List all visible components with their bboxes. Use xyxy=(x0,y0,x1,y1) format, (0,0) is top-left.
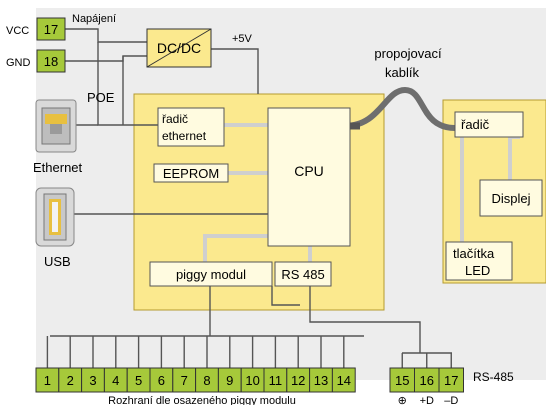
buttons-led-block xyxy=(445,241,513,281)
dcdc-converter: DC/DC xyxy=(146,28,212,68)
rs485-signal-label: ⊕ xyxy=(398,395,407,405)
buttons-line2: LED xyxy=(465,263,490,278)
vcc-terminal-number: 17 xyxy=(44,22,58,37)
eeprom-label: EEPROM xyxy=(163,166,219,181)
cpu-label: CPU xyxy=(294,163,324,179)
display-block xyxy=(479,179,543,217)
rs485-signal-labels: ⊕ +D –D xyxy=(398,395,459,407)
display-controller-label: řadič xyxy=(461,117,490,132)
ethernet-controller-line1: řadič xyxy=(162,112,188,126)
cpu-block xyxy=(267,107,351,247)
piggy-terminal-number: 13 xyxy=(314,373,328,388)
rs485-block-label: RS 485 xyxy=(281,267,324,282)
rs485-terminal-number: 16 xyxy=(420,373,434,388)
vcc-terminal xyxy=(36,17,66,41)
power-wiring xyxy=(65,28,421,353)
display-controller-block xyxy=(454,111,524,138)
ethernet-jack-icon xyxy=(35,99,77,153)
gnd-terminal-number: 18 xyxy=(44,54,58,69)
internal-bus xyxy=(203,123,520,262)
piggy-terminal-number: 3 xyxy=(89,373,96,388)
piggy-terminal-number: 9 xyxy=(226,373,233,388)
rs485-terminal-number: 15 xyxy=(395,373,409,388)
rs485-terminal-ticks xyxy=(401,352,452,368)
piggy-terminal-number: 7 xyxy=(181,373,188,388)
rs485-terminal xyxy=(414,367,440,393)
dcdc-label: DC/DC xyxy=(157,40,201,56)
piggy-terminal-number: 11 xyxy=(269,373,283,388)
rs485-signal-label: –D xyxy=(444,395,458,405)
piggy-terminal-ticks xyxy=(46,336,345,368)
usb-label: USB xyxy=(44,254,71,269)
ethernet-label: Ethernet xyxy=(33,160,83,175)
cable-label-line2: kablík xyxy=(385,65,419,80)
piggy-terminal-number: 4 xyxy=(112,373,119,388)
cable-label-line1: propojovací xyxy=(374,46,442,61)
rs485-signal-label: +D xyxy=(420,395,434,405)
poe-label: POE xyxy=(87,90,115,105)
gnd-terminal xyxy=(36,49,66,73)
vcc-label: VCC xyxy=(6,25,29,37)
piggy-terminal-number: 1 xyxy=(44,373,51,388)
interconnect-cable xyxy=(342,86,458,131)
piggy-terminal-number: 8 xyxy=(203,373,210,388)
display-label: Displej xyxy=(491,191,530,206)
piggy-terminal xyxy=(331,367,356,393)
piggy-module-label: piggy modul xyxy=(176,267,246,282)
rs485-terminal xyxy=(438,367,464,393)
rs485-terminal-label: RS-485 xyxy=(473,370,514,384)
piggy-terminal-number: 6 xyxy=(158,373,165,388)
rs485-block xyxy=(274,261,332,287)
ethernet-controller-block xyxy=(157,107,225,147)
ethernet-controller-line2: ethernet xyxy=(162,129,207,143)
gnd-label: GND xyxy=(6,57,31,69)
usb-connector-icon xyxy=(35,187,75,247)
rs485-terminal-number: 17 xyxy=(444,373,458,388)
piggy-module-block xyxy=(149,261,273,287)
buttons-line1: tlačítka xyxy=(453,246,495,261)
piggy-terminal-number: 5 xyxy=(135,373,142,388)
piggy-terminal-number: 12 xyxy=(291,373,305,388)
piggy-terminal-number: 2 xyxy=(67,373,74,388)
supply-label: Napájení xyxy=(72,13,116,25)
rail-label: +5V xyxy=(232,33,253,45)
rs485-terminal-strip: 15 16 17 xyxy=(389,367,464,393)
eeprom-block xyxy=(153,163,229,183)
piggy-terminal-number: 10 xyxy=(245,373,259,388)
piggy-terminal-number: 14 xyxy=(337,373,351,388)
piggy-caption: Rozhraní dle osazeného piggy modulu xyxy=(108,395,296,405)
